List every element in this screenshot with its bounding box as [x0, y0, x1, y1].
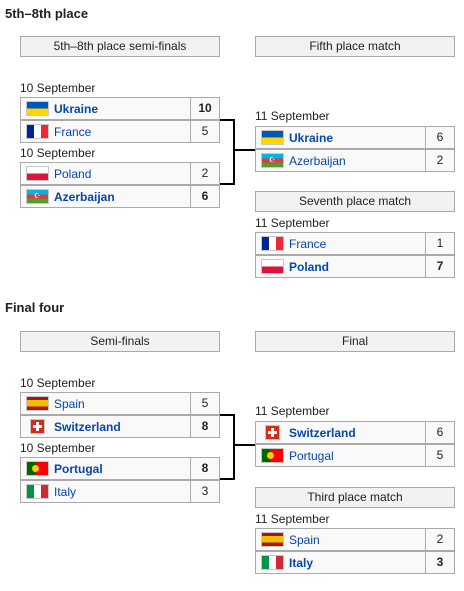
team-score: 2 — [426, 528, 455, 551]
match-team-row: Switzerland 8 — [20, 415, 220, 438]
team-score: 8 — [191, 457, 220, 480]
third-place-header: Third place match — [255, 487, 455, 508]
switzerland-flag-icon — [30, 419, 45, 434]
italy-flag-icon — [26, 484, 49, 499]
match-team-row: Italy 3 — [20, 480, 220, 503]
match-date: 11 September — [255, 512, 330, 526]
portugal-flag-icon — [26, 461, 49, 476]
switzerland-flag-icon — [265, 425, 280, 440]
spain-flag-icon — [261, 532, 284, 547]
spain-flag-icon — [26, 396, 49, 411]
match-date: 10 September — [20, 441, 96, 455]
team-link[interactable]: Ukraine — [289, 130, 334, 145]
team-link[interactable]: Azerbaijan — [54, 189, 115, 204]
team-score: 2 — [426, 149, 455, 172]
bracket-connector — [233, 119, 235, 185]
match-team-row: France 1 — [255, 232, 455, 255]
match-date: 11 September — [255, 216, 330, 230]
italy-flag-icon — [261, 555, 284, 570]
team-score: 6 — [426, 126, 455, 149]
team-link[interactable]: Switzerland — [54, 419, 121, 434]
placement-section-title: 5th–8th place — [5, 6, 89, 21]
semi-finals-header: Semi-finals — [20, 331, 220, 352]
team-score: 7 — [426, 255, 455, 278]
team-link[interactable]: Switzerland — [289, 425, 356, 440]
bracket-connector — [220, 478, 234, 480]
team-score: 5 — [191, 120, 220, 143]
match-team-row: Spain 2 — [255, 528, 455, 551]
france-flag-icon — [261, 236, 284, 251]
final-header: Final — [255, 331, 455, 352]
match-team-row: Spain 5 — [20, 392, 220, 415]
team-link[interactable]: France — [54, 124, 92, 139]
team-link[interactable]: Italy — [289, 555, 314, 570]
bracket-connector — [233, 149, 255, 151]
match-team-row: Ukraine 6 — [255, 126, 455, 149]
placement-semis-header: 5th–8th place semi-finals — [20, 36, 220, 57]
team-link[interactable]: Spain — [289, 532, 320, 547]
france-flag-icon — [26, 124, 49, 139]
seventh-place-header: Seventh place match — [255, 191, 455, 212]
team-score: 2 — [191, 162, 220, 185]
match-team-row: Poland 7 — [255, 255, 455, 278]
poland-flag-icon — [26, 166, 49, 181]
match-date: 10 September — [20, 146, 96, 160]
team-link[interactable]: Portugal — [289, 448, 334, 463]
match-date: 11 September — [255, 404, 330, 418]
match-date: 10 September — [20, 81, 96, 95]
team-score: 5 — [426, 444, 455, 467]
team-link[interactable]: Poland — [289, 259, 330, 274]
match-team-row: Azerbaijan 6 — [20, 185, 220, 208]
match-team-row: Azerbaijan 2 — [255, 149, 455, 172]
match-team-row: Portugal 8 — [20, 457, 220, 480]
team-score: 6 — [426, 421, 455, 444]
portugal-flag-icon — [261, 448, 284, 463]
team-link[interactable]: Spain — [54, 396, 85, 411]
match-team-row: France 5 — [20, 120, 220, 143]
team-link[interactable]: Azerbaijan — [289, 153, 346, 168]
team-link[interactable]: France — [289, 236, 327, 251]
team-score: 6 — [191, 185, 220, 208]
match-team-row: Poland 2 — [20, 162, 220, 185]
team-score: 8 — [191, 415, 220, 438]
team-score: 5 — [191, 392, 220, 415]
match-date: 11 September — [255, 109, 330, 123]
poland-flag-icon — [261, 259, 284, 274]
team-score: 1 — [426, 232, 455, 255]
team-link[interactable]: Poland — [54, 166, 92, 181]
team-link[interactable]: Portugal — [54, 461, 103, 476]
team-link[interactable]: Ukraine — [54, 101, 99, 116]
ukraine-flag-icon — [26, 101, 49, 116]
azerbaijan-flag-icon — [261, 153, 284, 168]
azerbaijan-flag-icon — [26, 189, 49, 204]
bracket-connector — [220, 183, 234, 185]
match-team-row: Switzerland 6 — [255, 421, 455, 444]
match-team-row: Ukraine 10 — [20, 97, 220, 120]
team-score: 3 — [191, 480, 220, 503]
bracket-connector — [220, 119, 234, 121]
fifth-place-header: Fifth place match — [255, 36, 455, 57]
bracket-connector — [233, 444, 255, 446]
ukraine-flag-icon — [261, 130, 284, 145]
team-link[interactable]: Italy — [54, 484, 77, 499]
match-date: 10 September — [20, 376, 96, 390]
bracket-connector — [220, 414, 234, 416]
team-score: 10 — [191, 97, 220, 120]
team-score: 3 — [426, 551, 455, 574]
final-four-section-title: Final four — [5, 300, 65, 315]
bracket-connector — [233, 414, 235, 480]
match-team-row: Portugal 5 — [255, 444, 455, 467]
match-team-row: Italy 3 — [255, 551, 455, 574]
